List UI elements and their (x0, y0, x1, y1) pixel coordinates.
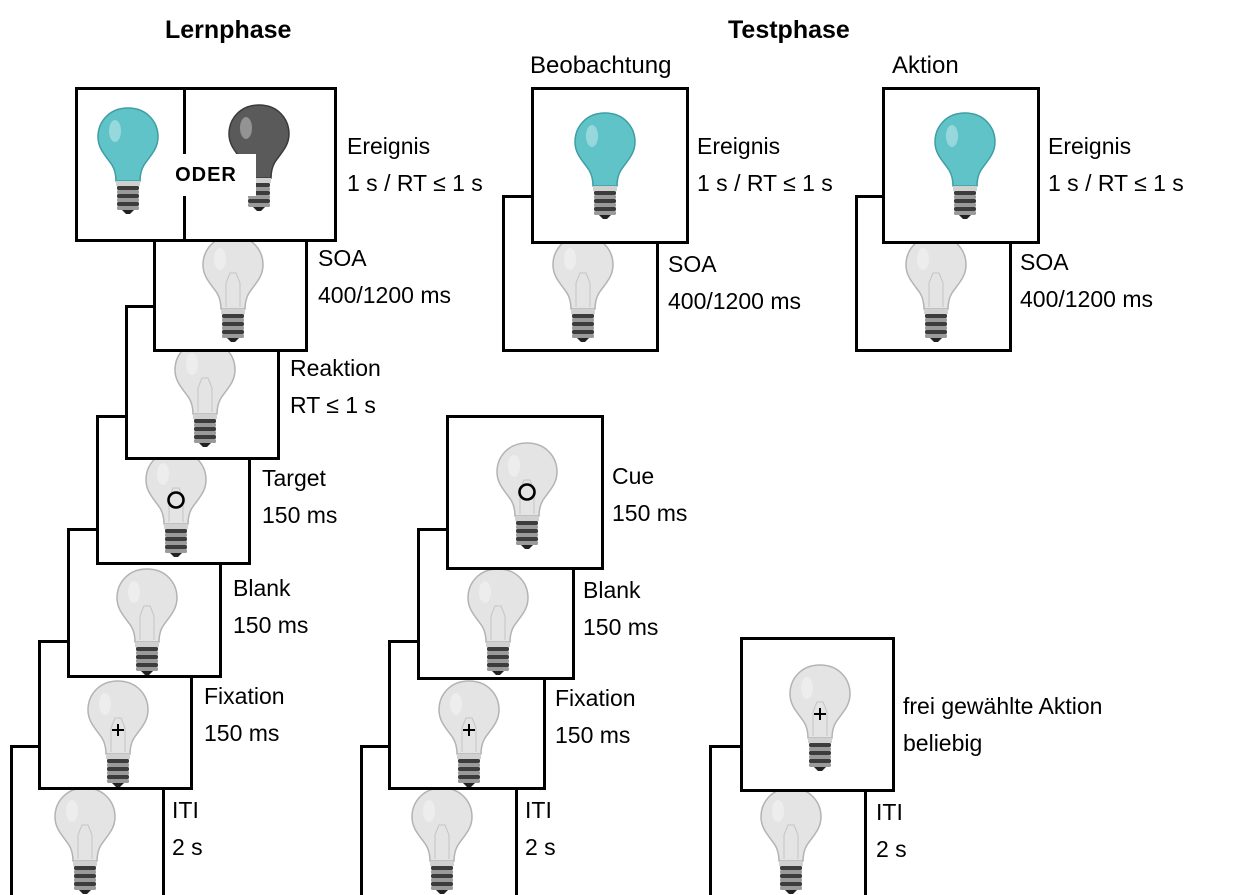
lightbulb-icon (760, 787, 822, 894)
learn-fixation-time: 150 ms (204, 720, 280, 746)
learn-soa-time: 400/1200 ms (318, 282, 451, 308)
observe-cue-frame (446, 415, 604, 570)
learn-target-label: Target 150 ms (262, 460, 337, 534)
learn-target-name: Target (262, 465, 326, 491)
action-ereignis-time: 1 s / RT ≤ 1 s (1048, 170, 1184, 196)
learn-ereignis-time: 1 s / RT ≤ 1 s (347, 170, 483, 196)
beobachtung-heading: Beobachtung (530, 52, 672, 79)
action-free-time: beliebig (903, 730, 983, 756)
action-soa-label: SOA 400/1200 ms (1020, 244, 1153, 318)
action-free-frame (740, 637, 895, 792)
learn-blank-time: 150 ms (233, 612, 309, 638)
lightbulb-icon (496, 442, 558, 549)
action-soa-time: 400/1200 ms (1020, 286, 1153, 312)
action-iti-label: ITI 2 s (876, 794, 907, 868)
learn-blank-label: Blank 150 ms (233, 570, 308, 644)
observe-iti-label: ITI 2 s (525, 792, 556, 866)
learn-soa-name: SOA (318, 245, 367, 271)
action-free-name: frei gewählte Aktion (903, 693, 1103, 719)
observe-ereignis-time: 1 s / RT ≤ 1 s (697, 170, 833, 196)
observe-ereignis-label: Ereignis 1 s / RT ≤ 1 s (697, 128, 833, 202)
action-ereignis-frame (882, 87, 1040, 244)
learn-ereignis-frame: ODER (75, 87, 337, 242)
action-free-label: frei gewählte Aktion beliebig (903, 688, 1102, 762)
action-iti-name: ITI (876, 799, 903, 825)
observe-fixation-label: Fixation 150 ms (555, 680, 636, 754)
action-ereignis-label: Ereignis 1 s / RT ≤ 1 s (1048, 128, 1184, 202)
learn-iti-time: 2 s (172, 834, 203, 860)
observe-blank-name: Blank (583, 577, 641, 603)
learn-fixation-name: Fixation (204, 683, 285, 709)
lightbulb-icon (467, 568, 529, 675)
lightbulb-icon (905, 235, 967, 342)
lernphase-heading: Lernphase (165, 16, 292, 44)
learn-reaktion-label: Reaktion RT ≤ 1 s (290, 350, 381, 424)
observe-blank-label: Blank 150 ms (583, 572, 658, 646)
observe-cue-name: Cue (612, 463, 655, 489)
learn-reaktion-time: RT ≤ 1 s (290, 392, 376, 418)
learn-soa-label: SOA 400/1200 ms (318, 240, 451, 314)
learn-ereignis-name: Ereignis (347, 133, 431, 159)
observe-cue-time: 150 ms (612, 500, 688, 526)
lightbulb-icon (116, 568, 178, 675)
learn-iti-name: ITI (172, 797, 199, 823)
lit-lightbulb-icon (574, 112, 636, 219)
learn-reaktion-name: Reaktion (290, 355, 381, 381)
observe-soa-time: 400/1200 ms (668, 288, 801, 314)
oder-label: ODER (156, 154, 256, 196)
aktion-heading: Aktion (892, 52, 959, 79)
lightbulb-icon (411, 787, 473, 894)
lightbulb-icon (438, 680, 500, 787)
learn-iti-label: ITI 2 s (172, 792, 203, 866)
observe-fixation-time: 150 ms (555, 722, 631, 748)
lightbulb-icon (145, 450, 207, 557)
learn-target-time: 150 ms (262, 502, 338, 528)
action-ereignis-name: Ereignis (1048, 133, 1132, 159)
lit-lightbulb-icon (97, 107, 159, 214)
action-soa-name: SOA (1020, 249, 1069, 275)
lightbulb-icon (174, 340, 236, 447)
learn-fixation-label: Fixation 150 ms (204, 678, 285, 752)
lightbulb-icon (202, 235, 264, 342)
observe-soa-name: SOA (668, 251, 717, 277)
observe-blank-time: 150 ms (583, 614, 659, 640)
action-iti-time: 2 s (876, 836, 907, 862)
observe-cue-label: Cue 150 ms (612, 458, 687, 532)
observe-ereignis-frame (531, 87, 689, 244)
lightbulb-icon (54, 787, 116, 894)
learn-blank-name: Blank (233, 575, 291, 601)
lightbulb-icon (87, 680, 149, 787)
observe-ereignis-name: Ereignis (697, 133, 781, 159)
observe-fixation-name: Fixation (555, 685, 636, 711)
observe-iti-time: 2 s (525, 834, 556, 860)
observe-soa-label: SOA 400/1200 ms (668, 246, 801, 320)
lit-lightbulb-icon (934, 112, 996, 219)
lightbulb-icon (789, 664, 851, 771)
learn-ereignis-label: Ereignis 1 s / RT ≤ 1 s (347, 128, 483, 202)
learn-blank-frame (67, 528, 222, 678)
observe-iti-name: ITI (525, 797, 552, 823)
lightbulb-icon (552, 235, 614, 342)
testphase-heading: Testphase (728, 16, 850, 44)
